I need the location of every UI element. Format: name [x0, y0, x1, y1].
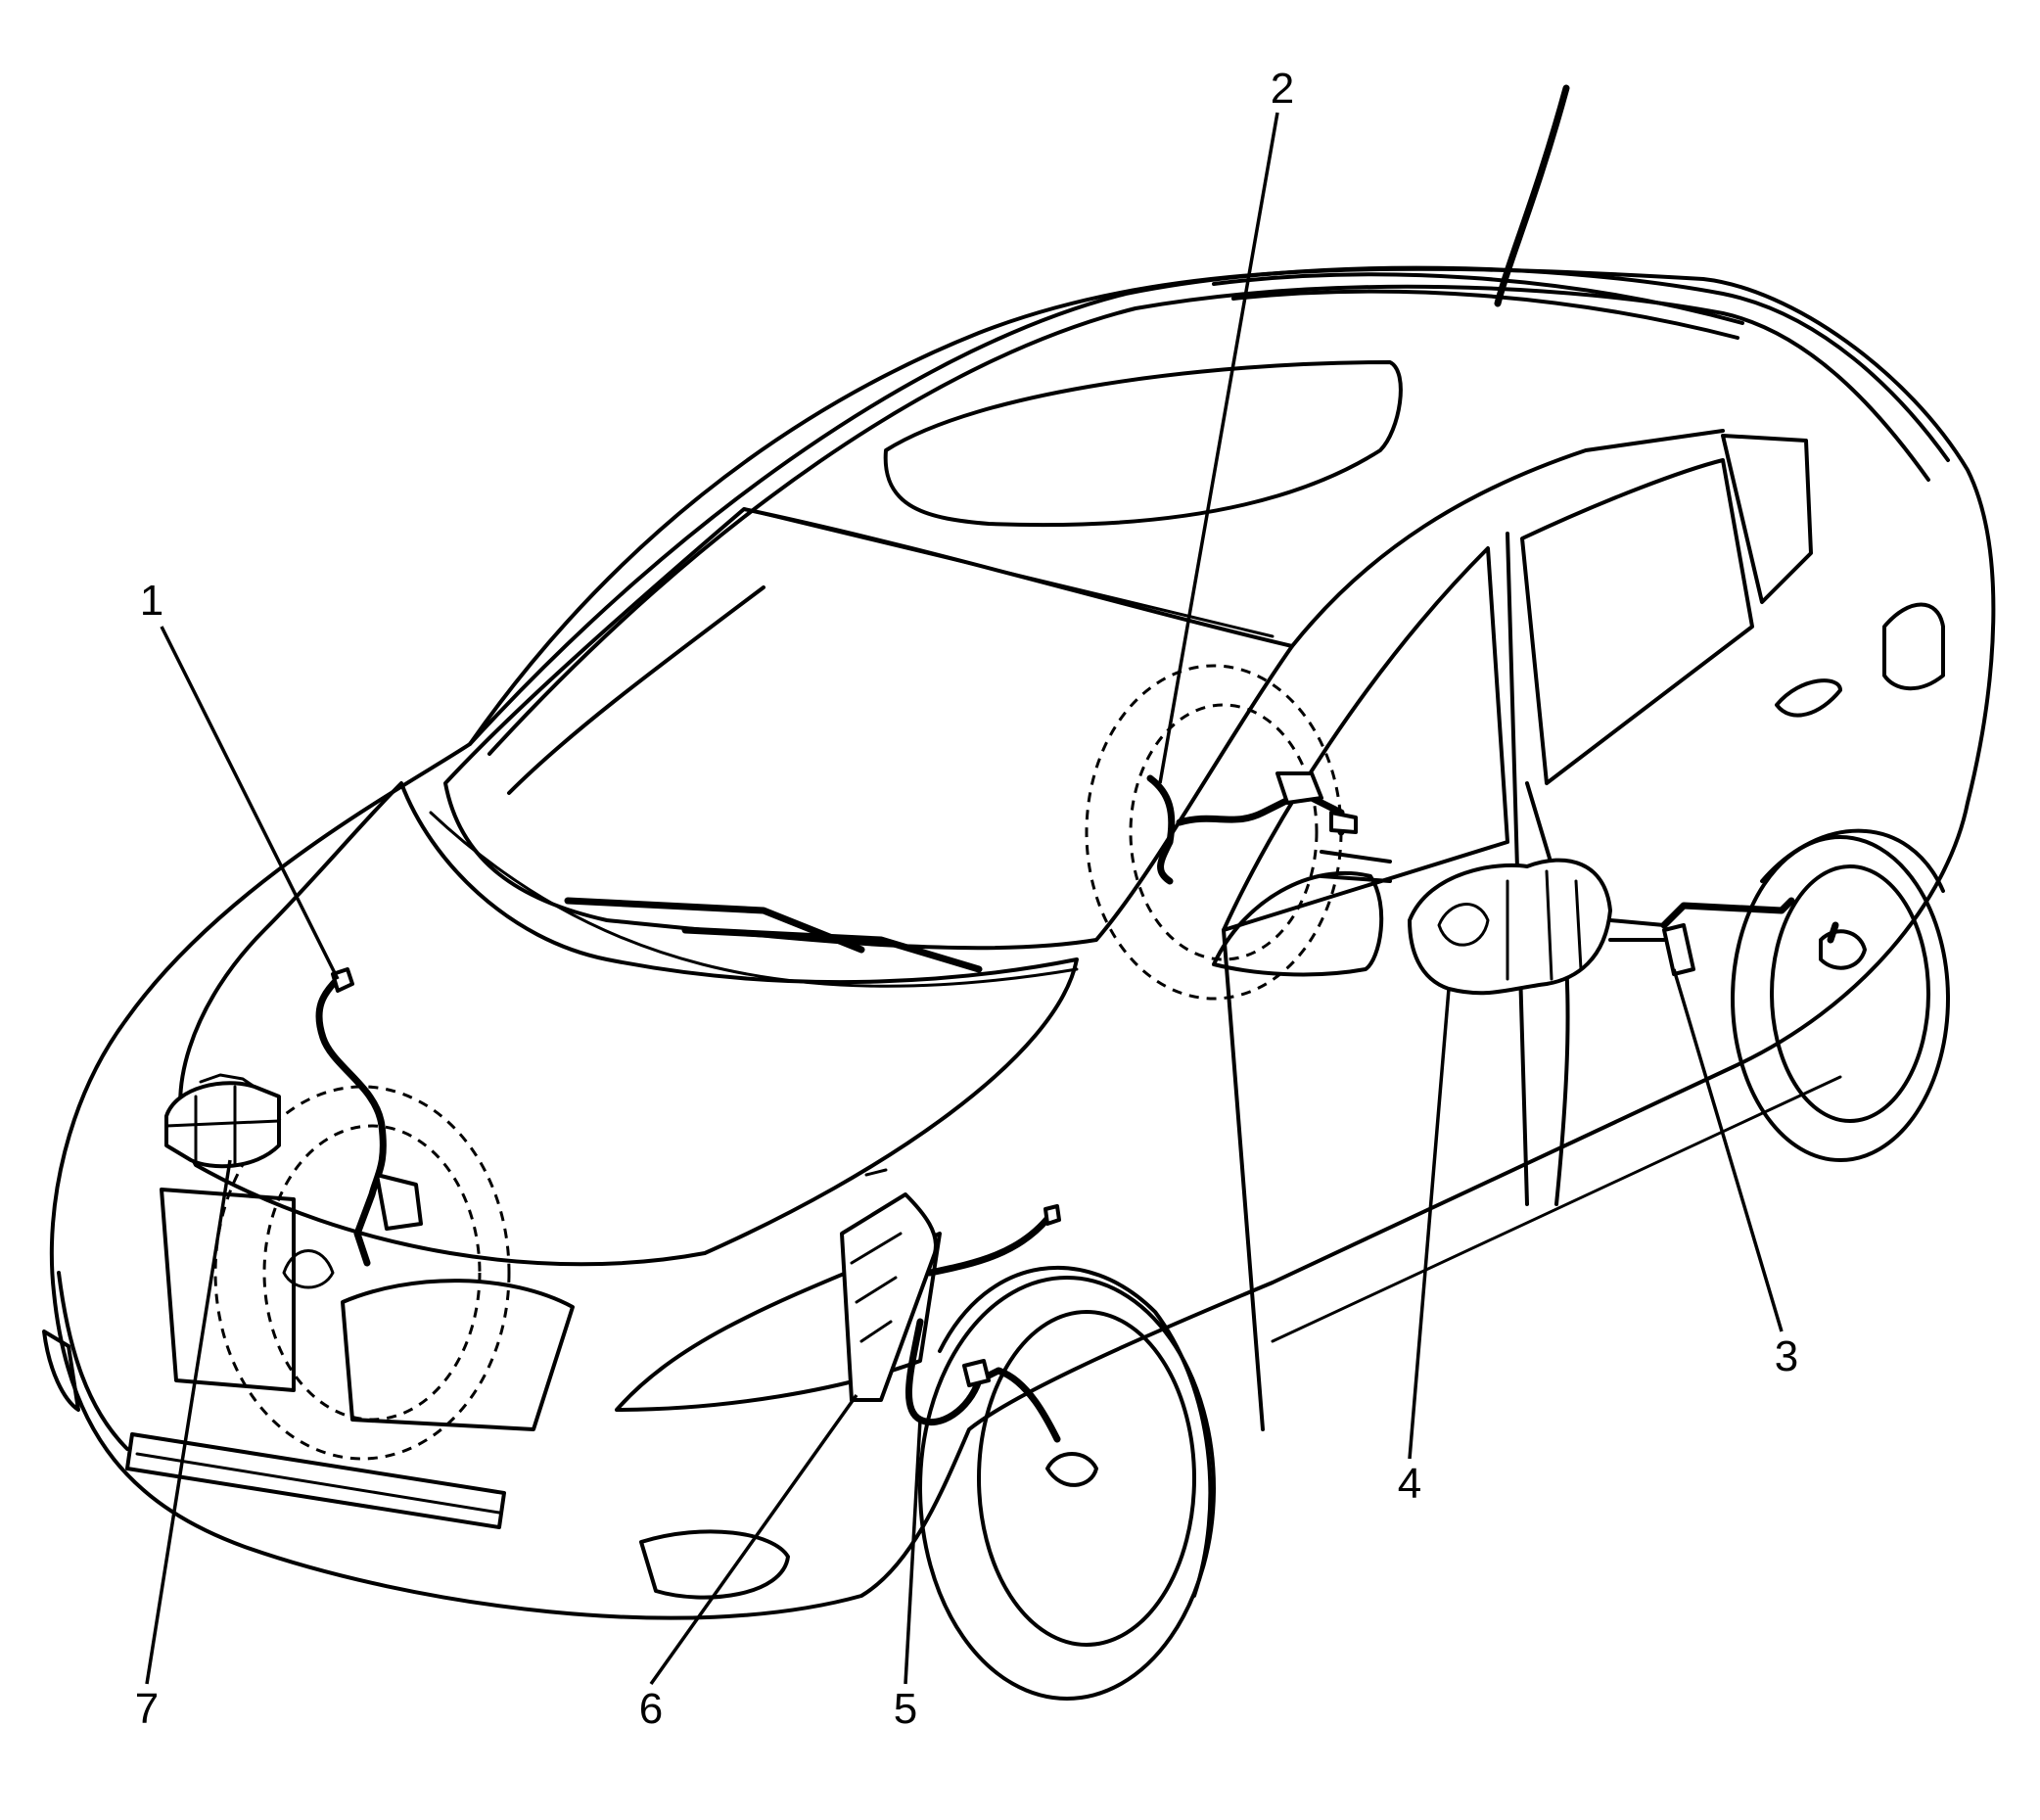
front-left-wheel [213, 1085, 511, 1461]
front-right-rim [977, 1310, 1196, 1647]
leader-line-2 [1158, 112, 1279, 784]
leader-line-5 [904, 1419, 922, 1685]
roof-line-inner [487, 284, 1930, 756]
rear-left-wheel-inner [1129, 703, 1319, 961]
sunroof [883, 360, 1403, 528]
roof-line [468, 265, 1950, 746]
lower-grille-slat [135, 1452, 501, 1515]
leader-line-1 [160, 626, 340, 980]
callout-2: 2 [1271, 65, 1294, 113]
component-1-front-left-sensor-harness [282, 967, 423, 1289]
grille-left [160, 1188, 296, 1392]
bumper-left-light [42, 1330, 80, 1412]
roof-rail [1212, 272, 1744, 325]
front-left-wheel-inner [262, 1124, 482, 1422]
wiper-blade [564, 897, 865, 954]
grille-right [341, 1279, 575, 1431]
body-silhouette [49, 266, 1996, 1620]
wiper-blade-2 [681, 926, 983, 973]
leader-line-3 [1672, 968, 1784, 1332]
component-4-rear-differential [1320, 850, 1666, 996]
rocker-line [1271, 1075, 1842, 1343]
leader-line-6 [649, 1393, 858, 1686]
front-door-window [1222, 546, 1509, 932]
a-pillar [1290, 429, 1725, 648]
side-mirror [1212, 870, 1384, 977]
antenna [1494, 84, 1570, 307]
component-6-module-bracket [840, 1168, 938, 1402]
rear-door-seam [1525, 781, 1570, 1206]
fog-light [639, 1529, 790, 1600]
component-2-rear-left-sensor-harness [1146, 771, 1358, 885]
components [164, 771, 1867, 1487]
callout-6: 6 [639, 1685, 663, 1733]
bumper-left [57, 1271, 129, 1451]
callout-4: 4 [1398, 1460, 1421, 1508]
callout-5: 5 [894, 1685, 917, 1733]
quarter-window [1721, 434, 1813, 604]
leader-lines [145, 112, 1784, 1686]
component-7-control-module [164, 1073, 281, 1169]
hood-fold [429, 811, 1079, 988]
wheels [213, 664, 1950, 1701]
headlamp [615, 1232, 942, 1412]
leader-line-4 [1408, 988, 1451, 1460]
callout-7: 7 [135, 1685, 159, 1733]
windshield [443, 507, 1294, 951]
hood [178, 781, 1079, 1267]
callouts: 1 2 3 4 5 6 7 [135, 65, 1798, 1733]
leader-line-7 [145, 1159, 232, 1685]
rear-right-tire [1731, 835, 1950, 1162]
front-right-tire [918, 1276, 1216, 1701]
callout-3: 3 [1775, 1332, 1798, 1380]
component-5-front-right-sensor-harness [905, 1204, 1098, 1487]
windshield-inner [507, 585, 765, 795]
roof-rail-2 [1231, 289, 1739, 340]
rear-right-rim [1770, 864, 1930, 1123]
callout-1: 1 [140, 577, 163, 625]
front-door-seam [1222, 928, 1265, 1431]
vehicle-body [42, 84, 1996, 1620]
fuel-door [1882, 602, 1945, 691]
lower-grille [125, 1432, 506, 1529]
rear-left-wheel [1085, 664, 1343, 1001]
front-right-wheel-arch [938, 1265, 1213, 1598]
door-handle [1775, 678, 1842, 718]
component-3-rear-right-sensor [1660, 897, 1867, 976]
rear-door-window [1520, 458, 1754, 785]
